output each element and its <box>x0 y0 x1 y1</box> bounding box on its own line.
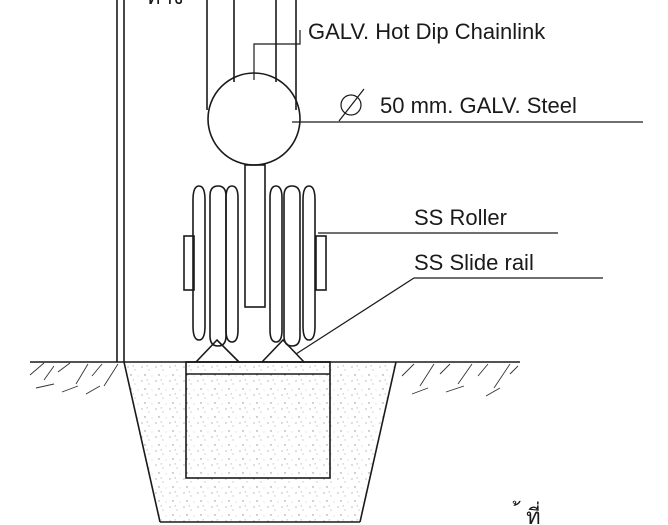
rail-label: SS Slide rail <box>414 250 534 275</box>
gate-post <box>116 0 125 362</box>
steel-pipe-circle <box>207 72 301 166</box>
soil-hatch-left <box>29 362 119 395</box>
chainlink-frame-lines <box>206 0 297 110</box>
chainlink-leader-line <box>253 30 301 80</box>
diameter-icon <box>338 88 365 122</box>
chainlink-label: GALV. Hot Dip Chainlink <box>308 19 546 44</box>
foundation-block <box>185 361 331 479</box>
cut-off-top-text: ท่าง <box>146 0 184 9</box>
cut-off-bottom-text: ้ ที่ <box>512 501 541 525</box>
rail-leader-line <box>295 277 603 355</box>
right-roller <box>269 185 327 347</box>
concrete-foundation <box>123 361 397 523</box>
roller-label: SS Roller <box>414 205 507 230</box>
roller-stem <box>244 164 266 308</box>
left-roller <box>183 185 239 347</box>
soil-hatch-right <box>401 363 519 397</box>
slide-rail <box>186 338 330 363</box>
pipe-label: 50 mm. GALV. Steel <box>380 93 577 118</box>
